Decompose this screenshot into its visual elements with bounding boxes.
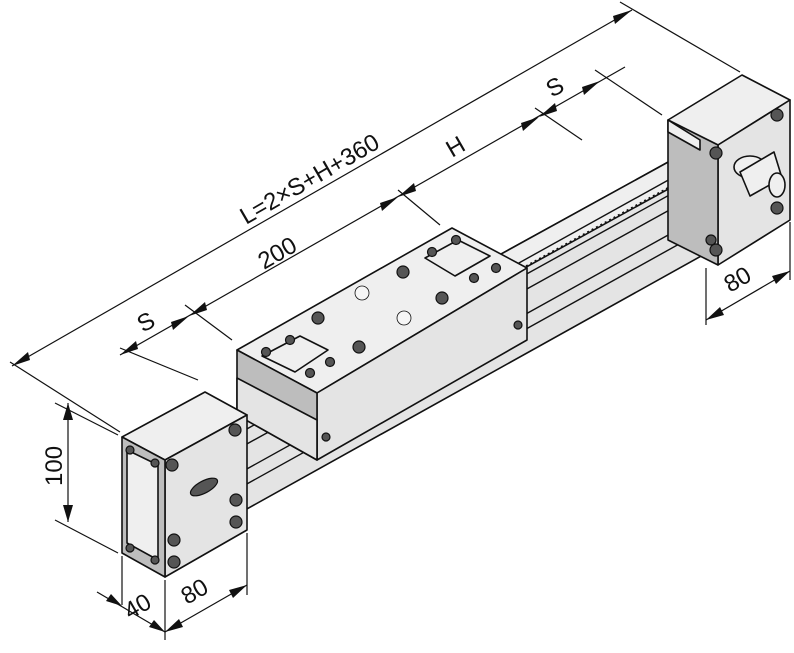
screw-hole: [311, 311, 325, 325]
screw-hole: [167, 555, 181, 569]
screw-hole: [396, 265, 410, 279]
t-slot-right: [424, 239, 491, 277]
screw-hole: [490, 262, 502, 274]
screw-hole: [354, 285, 370, 301]
screw-hole: [324, 356, 336, 368]
screw-hole: [435, 291, 449, 305]
screw-hole: [150, 555, 160, 565]
screw-hole: [125, 445, 135, 455]
label-carriage-length: 200: [254, 232, 302, 275]
label-total-length: L=2×S+H+360: [236, 129, 385, 230]
carriage: [236, 227, 528, 461]
screw-hole: [709, 243, 723, 257]
screw-hole: [229, 493, 243, 507]
screw-hole: [705, 234, 717, 246]
screw-hole: [304, 367, 316, 379]
dim-line-total: [11, 9, 633, 367]
screw-hole: [770, 201, 784, 215]
right-end-block: [667, 74, 791, 266]
screw-hole: [150, 458, 160, 468]
screw-hole: [321, 432, 331, 442]
label-plate-thickness: 40: [120, 588, 157, 625]
label-end-height: 100: [41, 446, 68, 486]
label-end-width-right: 80: [720, 261, 757, 298]
screw-hole: [165, 458, 179, 472]
screw-hole: [709, 146, 723, 160]
screw-hole: [284, 334, 296, 346]
cover-slot: [189, 477, 219, 497]
shaft-end: [768, 172, 786, 198]
dimension-lines: [9, 1, 791, 640]
screw-hole: [125, 543, 135, 553]
screw-hole: [229, 515, 243, 529]
screw-hole: [426, 246, 438, 258]
screw-hole: [352, 340, 366, 354]
screw-hole: [450, 234, 462, 246]
screw-hole: [260, 346, 272, 358]
label-stroke-right: S: [542, 72, 569, 103]
label-stroke-left: S: [133, 307, 160, 338]
screw-hole: [167, 533, 181, 547]
screw-hole: [770, 108, 784, 122]
screw-hole: [396, 310, 412, 326]
screw-hole: [468, 272, 480, 284]
screw-hole: [513, 320, 523, 330]
screw-hole: [228, 423, 242, 437]
left-end-block: [121, 391, 248, 578]
label-end-width-left: 80: [177, 573, 214, 610]
